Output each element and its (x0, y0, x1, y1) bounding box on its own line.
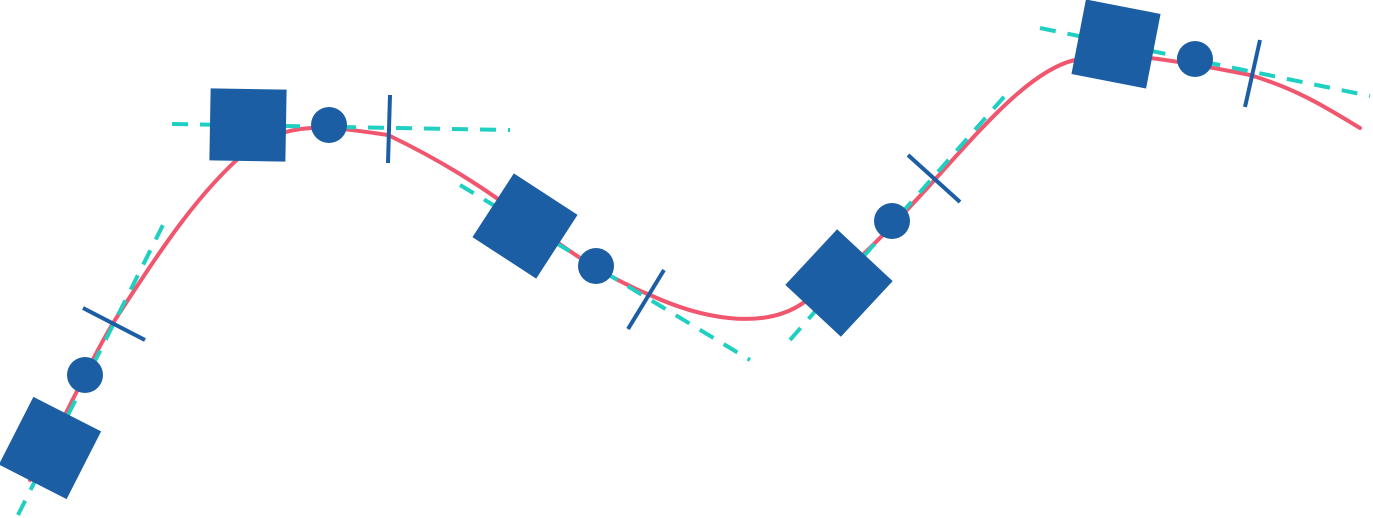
circle-marker-1 (67, 357, 103, 393)
circle-marker-3 (578, 248, 614, 284)
square-markers (0, 0, 1161, 500)
tick-marker-2 (386, 94, 392, 164)
square-marker-1 (0, 396, 102, 500)
tick-markers (82, 39, 1262, 342)
tick-marker-5 (1243, 39, 1262, 108)
circle-marker-2 (311, 107, 347, 143)
square-marker-4 (785, 229, 893, 337)
tick-marker-3 (626, 268, 666, 331)
square-marker-2 (209, 88, 287, 162)
square-marker-3 (472, 173, 578, 279)
circle-marker-4 (874, 203, 910, 239)
tick-marker-1 (82, 306, 146, 342)
circle-markers (67, 41, 1213, 393)
circle-marker-5 (1177, 41, 1213, 77)
square-marker-5 (1071, 0, 1161, 89)
tick-marker-4 (906, 153, 962, 204)
